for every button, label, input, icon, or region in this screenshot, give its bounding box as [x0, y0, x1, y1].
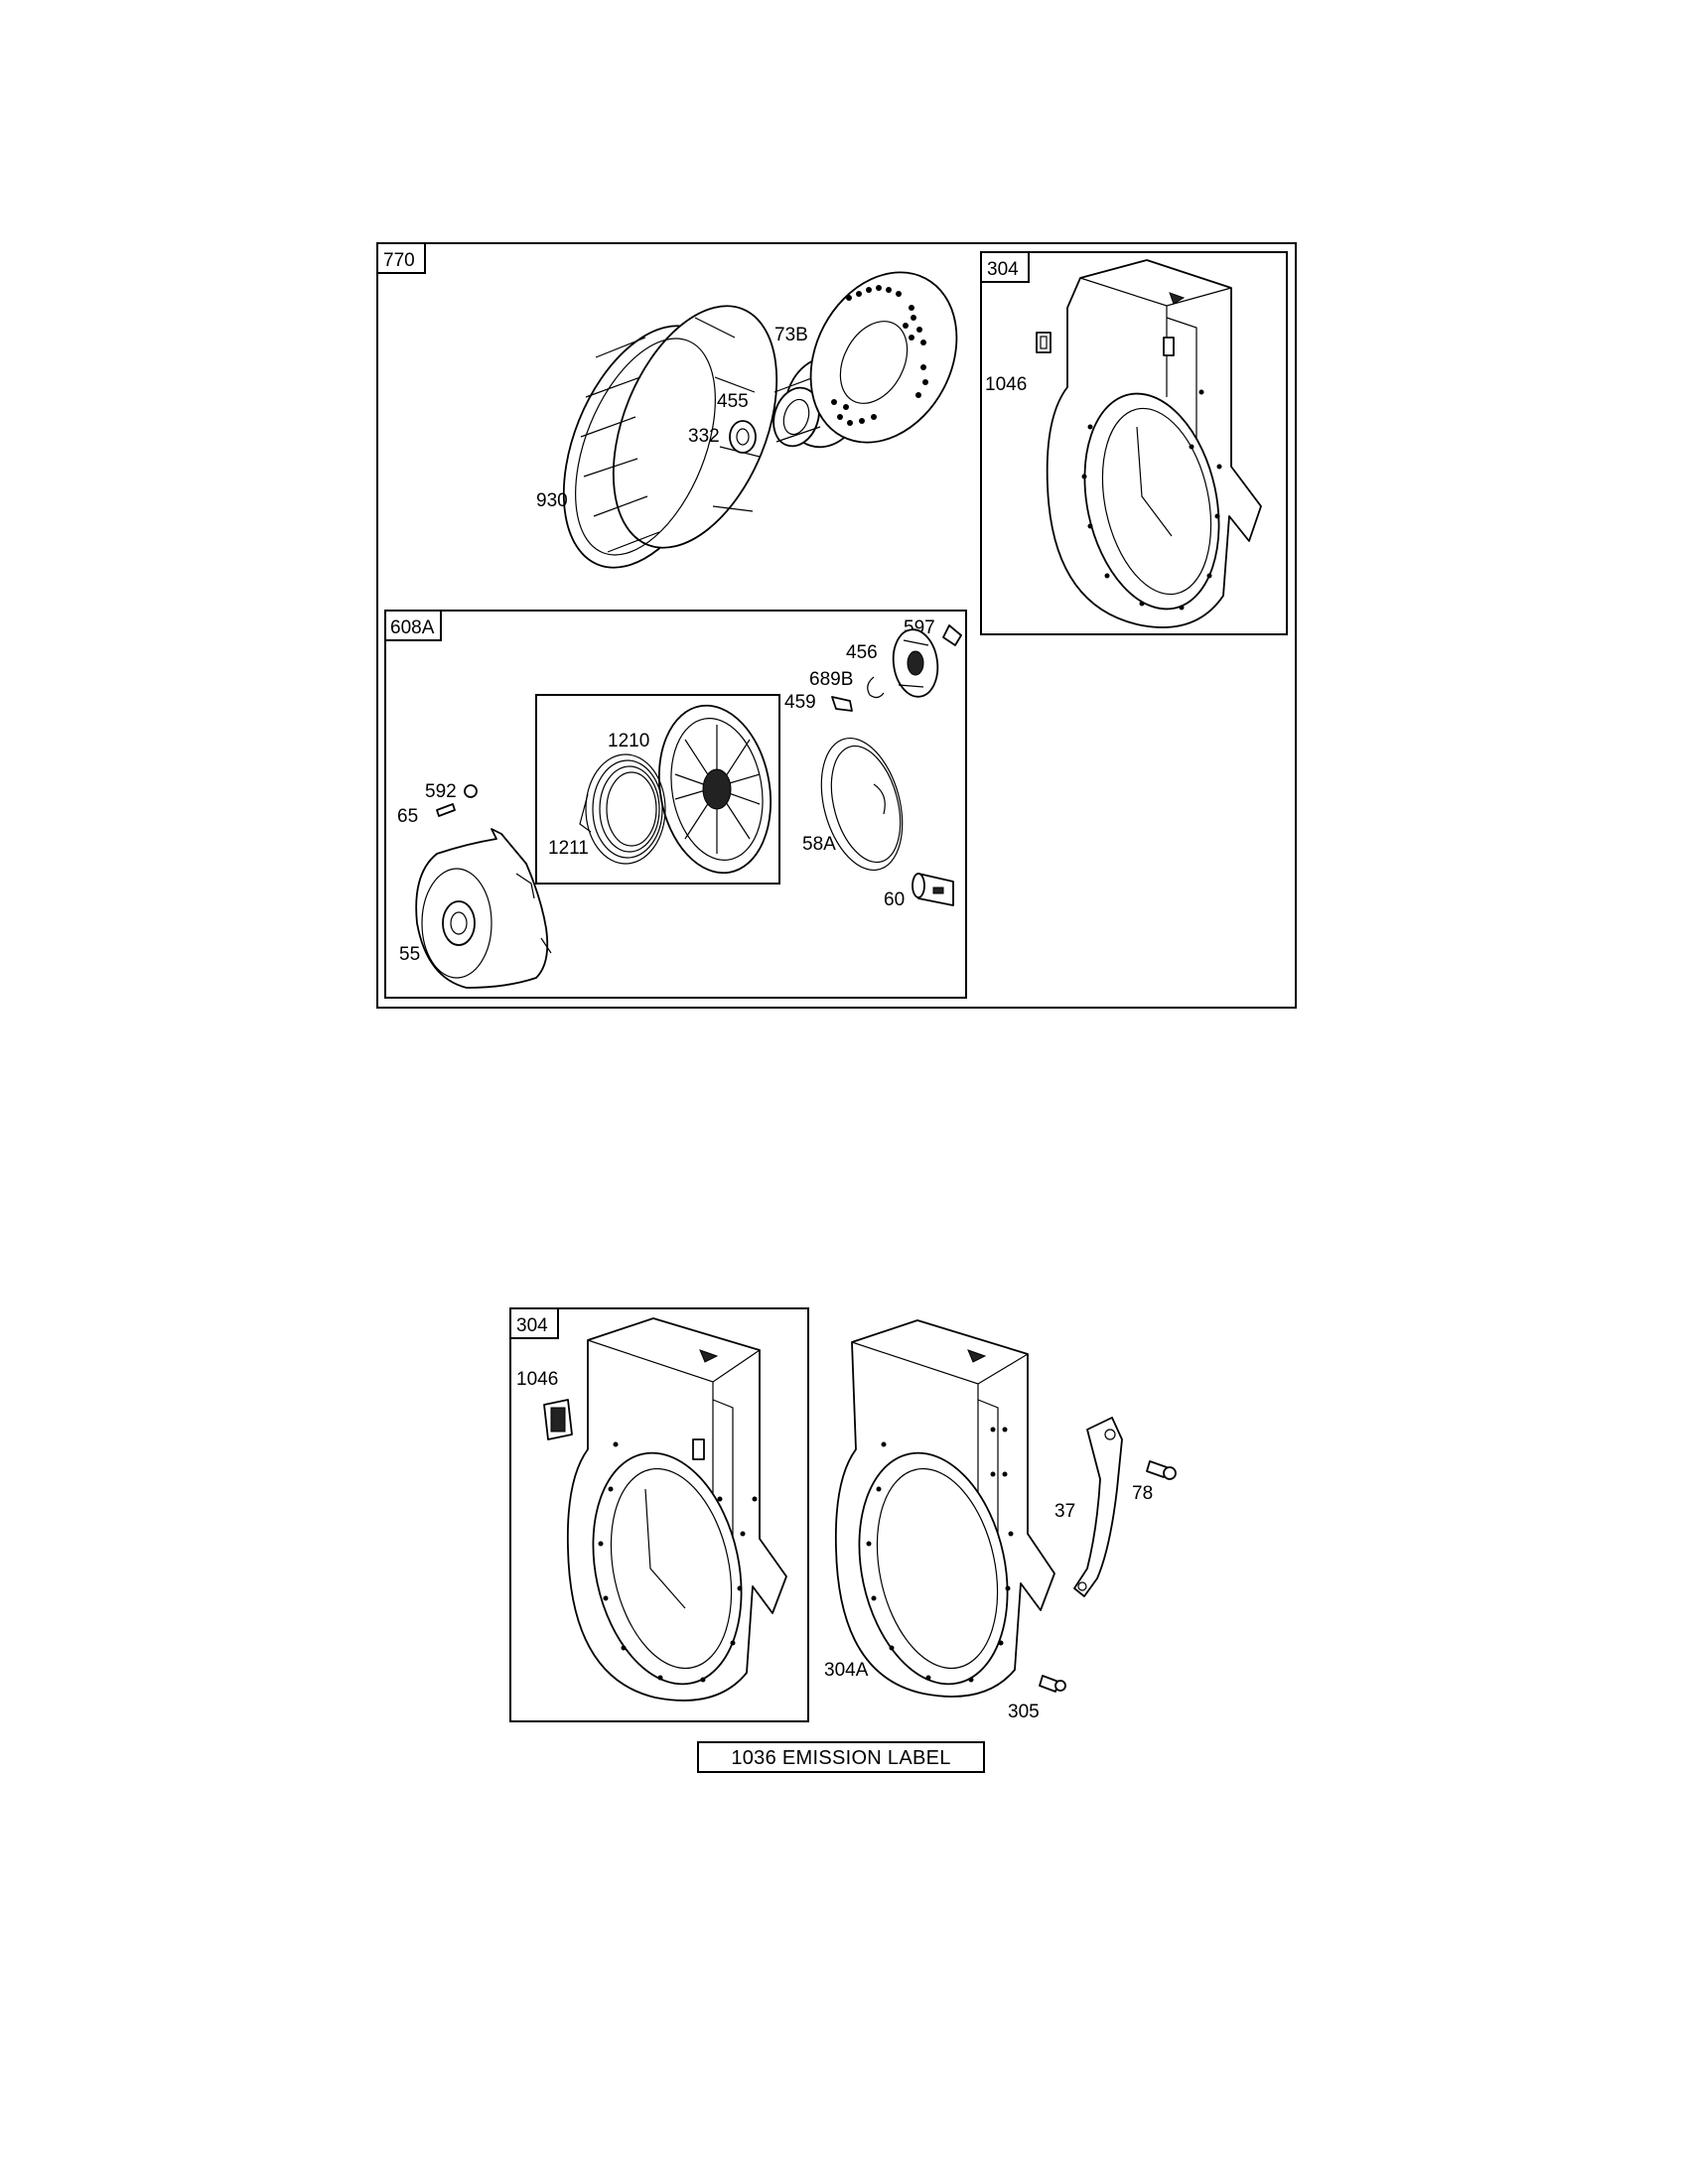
- screw-78: [1146, 1460, 1177, 1480]
- label-58A: 58A: [802, 834, 836, 855]
- emission-label-1046-bottom: [543, 1399, 573, 1440]
- caption-box: [697, 1741, 985, 1773]
- starter-box-608A: 608A 1210 1211: [384, 610, 967, 999]
- label-1211: 1211: [548, 838, 589, 859]
- nut-332: [729, 420, 757, 454]
- outer-frame-770: [376, 242, 1297, 1009]
- rotating-screen-930: [562, 305, 778, 569]
- pulley-1210: [657, 704, 772, 875]
- frame-304-top: [980, 251, 1288, 635]
- blower-housing-304A: [834, 1319, 1055, 1698]
- debris-screen-73B: [809, 271, 958, 444]
- blower-housing-304-bottom: [566, 1317, 787, 1702]
- screw-65: [436, 803, 456, 817]
- label-1046-top: 1046: [985, 374, 1027, 395]
- nut-592: [464, 784, 478, 798]
- label-305: 305: [1008, 1702, 1040, 1722]
- tag-304-bottom: 304: [516, 1315, 548, 1336]
- pawl-459: [831, 696, 853, 712]
- label-37: 37: [1054, 1501, 1075, 1522]
- label-73B: 73B: [774, 325, 808, 345]
- starter-handle-60: [912, 873, 954, 906]
- clip-689B: [867, 676, 885, 699]
- screw-305: [1039, 1675, 1066, 1693]
- air-guide-37: [1073, 1417, 1123, 1597]
- screw-597: [942, 624, 962, 646]
- emission-label-1046-top: [1036, 332, 1052, 353]
- label-78: 78: [1132, 1483, 1153, 1504]
- label-455: 455: [717, 391, 749, 412]
- frame-608A: [384, 610, 967, 999]
- tag-770: 770: [383, 250, 415, 271]
- frame-304-bottom: [509, 1307, 809, 1722]
- tag-608A: 608A: [390, 617, 435, 638]
- label-459: 459: [784, 692, 816, 713]
- tag-304-top: 304: [987, 259, 1019, 280]
- label-456: 456: [846, 642, 878, 663]
- label-55: 55: [399, 944, 420, 965]
- tag-box-304-top: [980, 251, 1030, 283]
- tag-box-770: [376, 242, 426, 274]
- tag-box-304-bottom: [509, 1307, 559, 1339]
- label-592: 592: [425, 781, 457, 802]
- label-332: 332: [688, 426, 720, 447]
- label-304A: 304A: [824, 1660, 869, 1681]
- label-930: 930: [536, 490, 568, 511]
- tag-box-608A: [384, 610, 442, 641]
- blower-housing-304-top: [1046, 259, 1262, 628]
- bottom-group: 304 1046: [509, 1307, 1177, 1773]
- shroud-box-304-top: 304: [980, 251, 1288, 635]
- label-65: 65: [397, 806, 418, 827]
- group-770: 770 930 332 455: [376, 242, 1297, 1009]
- starter-housing-55: [415, 828, 552, 989]
- label-689B: 689B: [809, 669, 853, 690]
- frame-pulley-spring: [535, 694, 780, 885]
- caption-emission-label: 1036 EMISSION LABEL: [731, 1747, 950, 1769]
- label-60: 60: [884, 889, 905, 910]
- rewind-spring-1211: [579, 753, 666, 865]
- label-1210: 1210: [608, 731, 649, 751]
- starter-rope-58A: [820, 737, 904, 872]
- retainer-456: [892, 628, 939, 698]
- label-1046-bottom: 1046: [516, 1369, 558, 1390]
